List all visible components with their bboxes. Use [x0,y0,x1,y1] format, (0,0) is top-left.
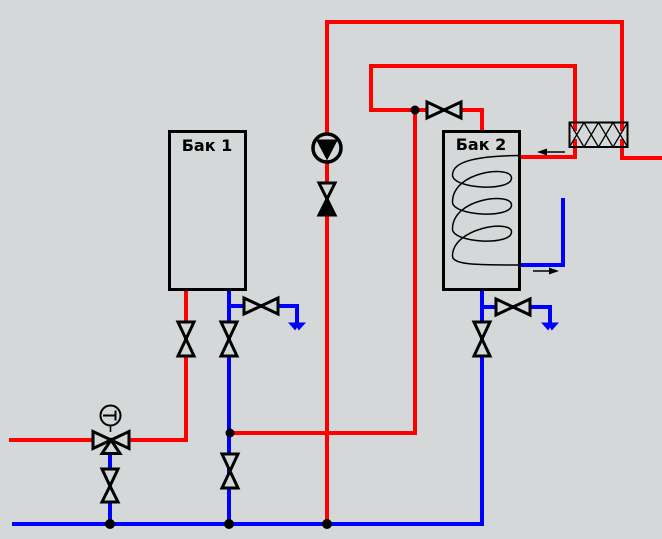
pipe-junction-dots [105,105,420,529]
valve-triangle [471,335,493,358]
hot-pipes [9,20,662,524]
drain-symbol-notches [293,327,554,334]
valve-triangle [471,320,493,343]
valve-triangle [257,295,280,317]
heat-exchanger-hatch [568,121,629,149]
valve-tank1-hot [175,320,197,358]
tank-1-label: Бак 1 [182,136,233,155]
check-valve [316,181,338,217]
drain-notch [546,327,554,334]
valve-triangle [509,296,532,318]
drain-notch [293,327,301,334]
junction-dot [105,519,115,529]
valve-triangle [425,99,448,121]
valve-triangle [218,335,240,358]
valve-tank2-cold [471,320,493,358]
valve-triangle [99,467,121,490]
hot-pipe-hx-to-tank2-coil [520,139,577,159]
valve-triangle [440,99,463,121]
cold-pipe-tank2-coil-outlet [520,198,565,267]
hot-pipe-tank2-supply-loop [369,64,577,133]
tank-2-coil [451,154,520,266]
valve-tank2-drain [494,296,532,318]
flow-arrow-hx-to-tank2-head [537,148,547,156]
check-valve-bottom-triangle [316,195,338,217]
flow-arrow-tank2-outlet-head [549,267,559,275]
valve-triangle [175,335,197,358]
valve-triangle [494,296,517,318]
hot-pipe-hx-right-outlet [620,139,662,160]
tank-1: Бак 1 [168,130,247,291]
temperature-sensor [99,404,122,432]
cold-pipe-bottom-main [12,290,484,526]
valve-triangle [91,429,115,451]
valve-triangle [218,320,240,343]
valve-cold-return [219,452,241,490]
hot-pipe-recirculation [230,110,417,435]
valve-triangle [219,467,241,490]
valve-mixed-outlet [99,467,121,504]
valve-triangle [99,437,123,455]
tank-2: Бак 2 [442,130,521,291]
valve-tank1-cold [218,320,240,358]
thermostatic-mixing-valve [91,429,131,455]
hot-pipe-pump-riser-and-top-main [325,20,624,524]
junction-dot [410,105,420,115]
valve-triangle [242,295,265,317]
tank-1-body [168,130,247,291]
sensor-glyph [103,410,117,421]
valve-hot-supply [425,99,463,121]
valve-triangle [107,429,131,451]
junction-dot [225,428,235,438]
valve-triangle [175,320,197,343]
junction-dot [224,519,234,529]
junction-dot [322,519,332,529]
valve-tank1-drain [242,295,280,317]
valve-triangle [219,452,241,475]
flow-arrows [533,148,565,275]
pump-impeller-triangle [316,139,338,161]
tank-2-label: Бак 2 [456,135,507,154]
valve-triangle [99,482,121,504]
check-valve-top-triangle [316,181,338,203]
heat-exchanger-symbol [568,121,629,149]
pump-symbol [311,132,343,164]
